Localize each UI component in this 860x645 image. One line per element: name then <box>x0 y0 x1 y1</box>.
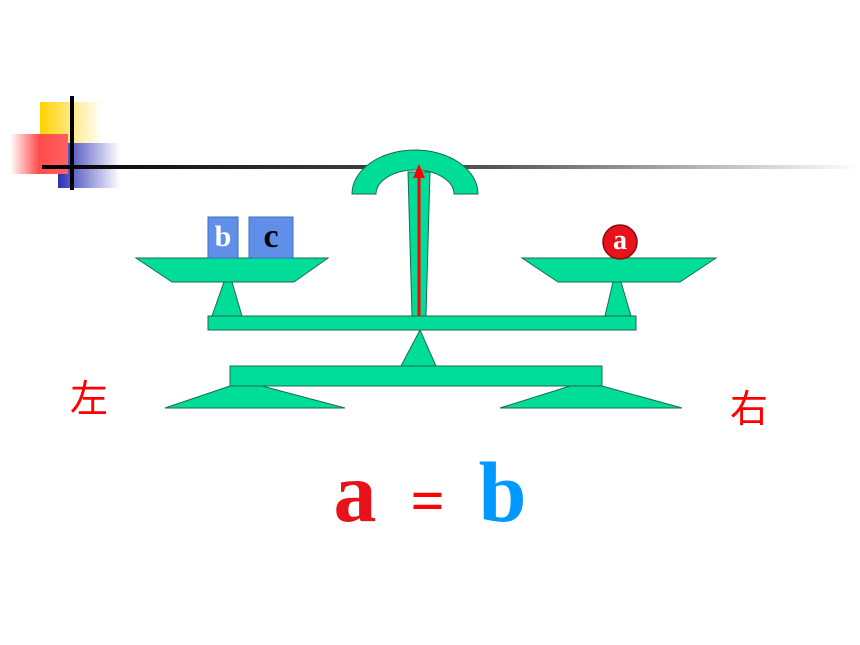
equation: a = b <box>0 442 860 552</box>
weight-b-label: b <box>214 220 232 253</box>
weight-c-box <box>248 216 294 259</box>
right-side-label: 右 <box>730 387 769 431</box>
equation-rhs: b <box>478 444 527 540</box>
right-pan <box>520 257 718 283</box>
weight-a-circle <box>602 224 638 260</box>
balance-handle <box>351 149 479 195</box>
equation-sign: = <box>410 468 445 534</box>
left-side-label: 左 <box>70 377 109 421</box>
deco-vertical-line <box>70 96 74 190</box>
pointer-arrowhead <box>413 164 425 178</box>
weight-a-label: a <box>613 225 627 256</box>
weight-c-label: c <box>263 218 279 255</box>
weight-b-box <box>207 216 239 259</box>
equation-lhs: a <box>333 444 377 540</box>
balance-center-support <box>400 328 437 367</box>
